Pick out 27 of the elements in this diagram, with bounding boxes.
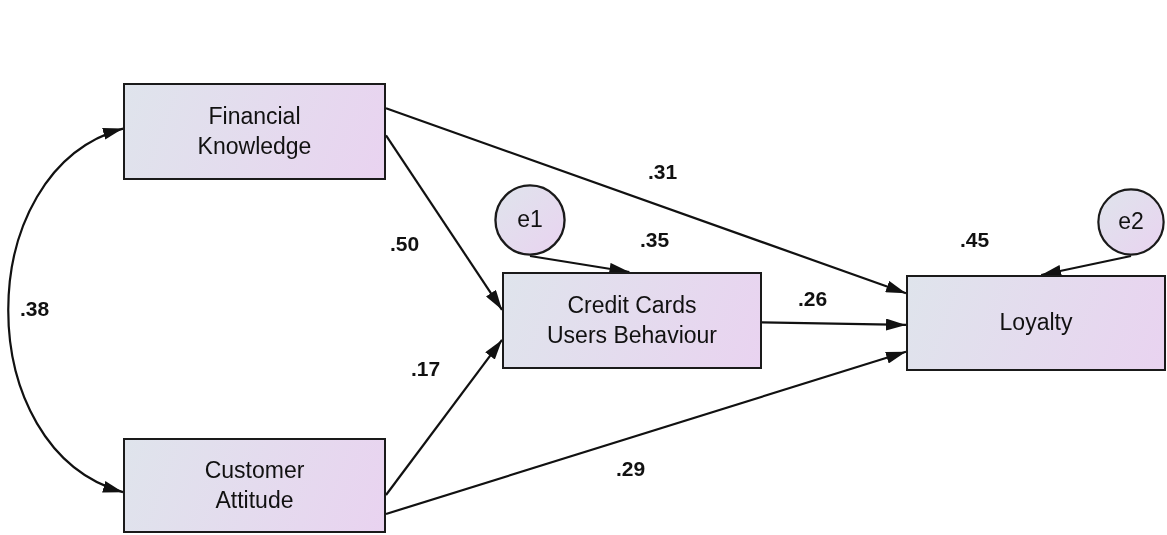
error-term-circle [494,184,566,256]
squared-multiple-correlation: .35 [640,228,670,252]
path-coefficient: .26 [798,287,828,311]
path-coefficient: .31 [648,160,678,184]
variable-name: Customer Attitude [203,455,306,515]
variable-box [906,275,1166,371]
variable-name: Credit Cards Users Behaviour [546,290,718,350]
path-coefficient: .50 [390,232,420,256]
error-term-label: e1 [517,205,543,235]
arrow [762,318,906,331]
arrow [385,339,503,496]
path-coefficient: .38 [20,297,50,321]
variable-box [502,272,762,369]
squared-multiple-correlation: .45 [960,228,990,252]
error-term-label: e2 [1118,207,1144,237]
variable-name: Financial Knowledge [196,101,313,161]
variable-name: Loyalty [999,308,1073,338]
error-term-circle [1097,188,1165,256]
variable-box [123,438,386,533]
path-coefficient: .17 [411,357,441,381]
arrow [529,254,630,275]
path-coefficient: .29 [616,457,646,481]
arrow [385,107,907,295]
arrow [385,134,503,311]
variable-box [123,83,386,180]
curved-double-arrow [7,127,124,494]
arrow [385,350,907,516]
